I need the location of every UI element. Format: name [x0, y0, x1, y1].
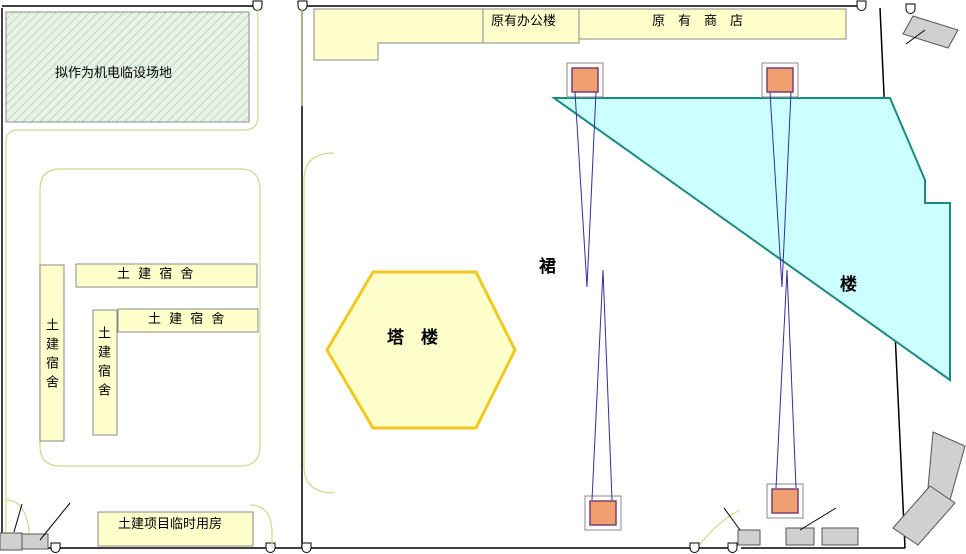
proposed-site-label: 拟作为机电临设场地: [55, 66, 173, 81]
proposed-site-area: [5, 11, 250, 123]
tower-crane-2: [761, 62, 799, 288]
gate-lines: [13, 29, 926, 541]
road-lines: [5, 8, 741, 549]
boundary-markers: [50, 0, 916, 553]
temp-house-building: [97, 511, 254, 547]
dorm-mid-building: [117, 308, 259, 333]
temp-house-label: 土建项目临时用房: [118, 517, 223, 532]
tower-label: 塔 楼: [387, 328, 438, 348]
dorm-vert-1-label: 土建宿舍: [43, 318, 58, 394]
dorm-vert-2-building: [92, 309, 118, 436]
old-office-label: 原有办公楼: [491, 14, 557, 29]
podium-label-2: 楼: [840, 275, 857, 295]
dorm-top-label: 土 建 宿 舍: [117, 267, 196, 282]
dorm-mid-label: 土 建 宿 舍: [148, 312, 227, 327]
dorm-vert-1-building: [39, 264, 65, 442]
old-shop-building: [578, 8, 847, 40]
old-office-building: [482, 8, 580, 44]
tower-building: [325, 270, 517, 430]
tower-crane-1: [566, 62, 604, 288]
tower-crane-4: [766, 269, 804, 519]
dorm-top-building: [75, 263, 258, 288]
old-shop-label: 原 有 商 店: [652, 14, 744, 29]
podium-label-1: 裙: [539, 257, 556, 277]
old-office-block: [313, 8, 484, 61]
podium-building: [550, 97, 951, 382]
dorm-vert-2-label: 土建宿舍: [95, 326, 110, 402]
tower-crane-3: [584, 269, 622, 531]
